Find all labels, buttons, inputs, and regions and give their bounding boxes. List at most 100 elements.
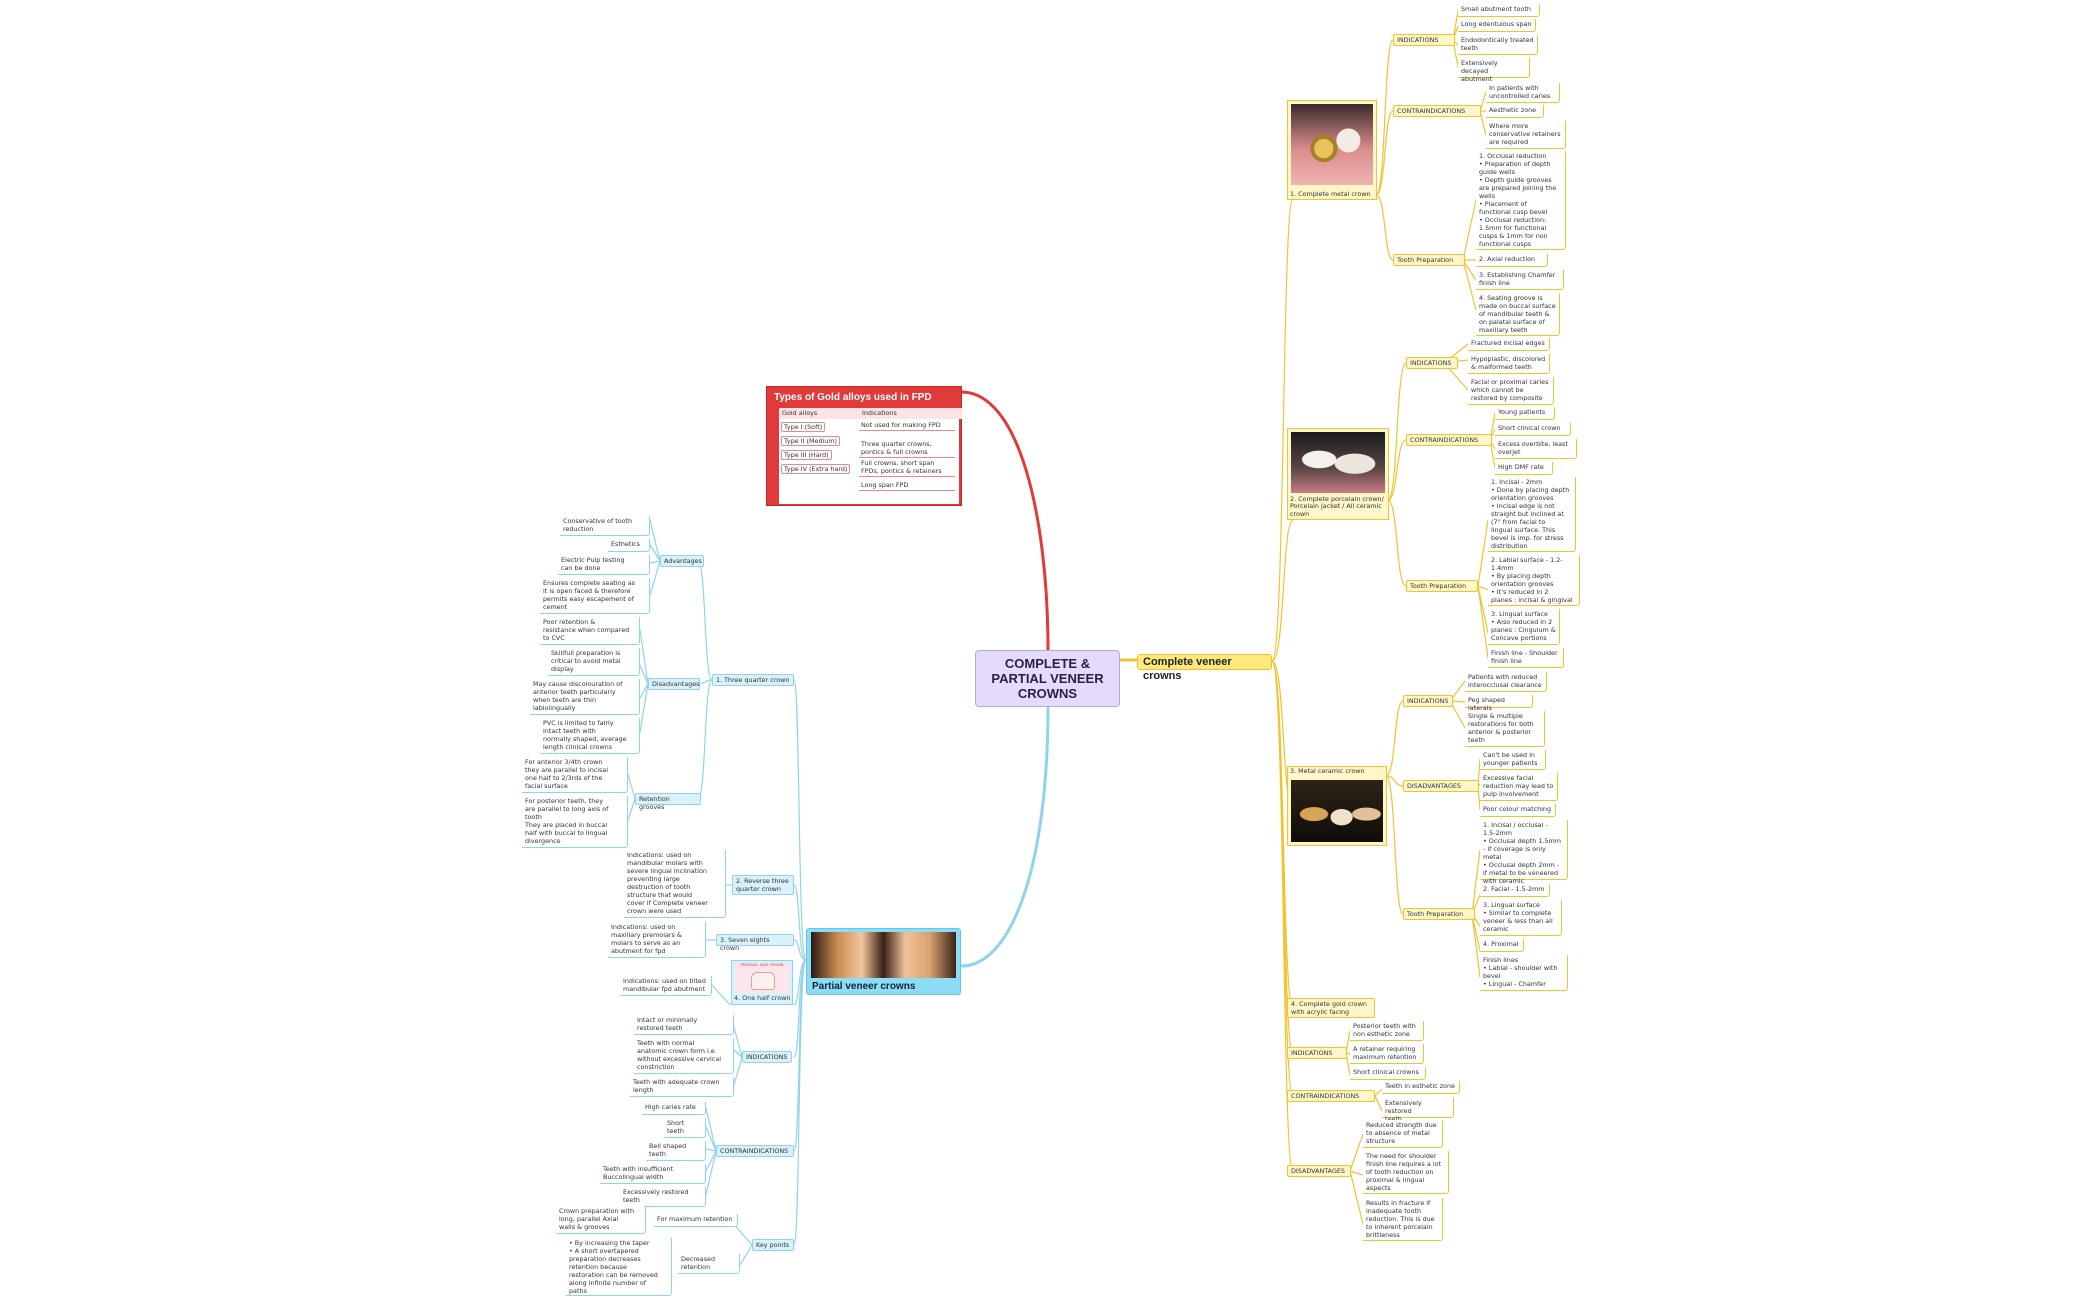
tq-advantages-label[interactable]: Advantages xyxy=(660,555,704,567)
porcelain-contra-item: Young patients xyxy=(1495,407,1555,420)
tq-groove-item: For posterior teeth, they are parallel t… xyxy=(522,796,628,848)
cvc-indications-label[interactable]: INDICATIONS xyxy=(1287,1047,1347,1059)
link-root-gold xyxy=(958,390,1050,652)
metal-indication-item: Extensively decayed abutment xyxy=(1458,58,1530,83)
partial-veneer-label: Partial veneer crowns xyxy=(812,981,916,992)
one-half-crown-image-caption: PROXIMAL HALF CROWN xyxy=(740,963,784,967)
tq-advantage-item: Esthetics xyxy=(608,539,650,552)
mc-prep-label[interactable]: Tooth Preparation xyxy=(1403,908,1475,920)
metal-contra-item: In patients with uncontrolled caries xyxy=(1486,83,1560,103)
metal-prep-step: 1. Occlusal reduction • Preparation of d… xyxy=(1476,151,1566,250)
cvc-indication-item: A retainer requiring maximum retention xyxy=(1350,1044,1424,1064)
tq-advantage-item: Conservative of tooth reduction xyxy=(560,516,650,536)
cvc-disadvantages-label[interactable]: DISADVANTAGES xyxy=(1287,1165,1351,1177)
mc-indication-item: Peg shaped laterals xyxy=(1465,695,1533,712)
mc-disadvantages-label[interactable]: DISADVANTAGES xyxy=(1403,780,1479,792)
tq-disadvantages-label[interactable]: Disadvantages xyxy=(648,678,700,690)
tq-disadvantage-item: May cause discolouration of anterior tee… xyxy=(530,679,640,715)
cvc-contra-item: Extensively restored teeth xyxy=(1382,1098,1454,1123)
metal-contra-item: Aesthetic zone xyxy=(1486,105,1544,118)
porcelain-indication-item: Facial or proximal caries which cannot b… xyxy=(1468,377,1554,405)
porcelain-prep-label[interactable]: Tooth Preparation xyxy=(1406,580,1478,592)
pvc-indication-item: Intact or minimally restored teeth xyxy=(634,1015,734,1035)
tq-advantage-item: Electric Pulp testing can be done xyxy=(558,555,650,575)
link-root-partial xyxy=(958,705,1050,968)
gold-acrylic-crown-node[interactable]: 4. Complete gold crown with acrylic faci… xyxy=(1287,998,1375,1018)
gold-alloys-header-type: Gold alloys xyxy=(779,408,859,419)
metal-crown-photo xyxy=(1291,104,1373,185)
reverse-indication-note: Indications: used on mandibular molars w… xyxy=(624,850,726,918)
porcelain-indications-label[interactable]: INDICATIONS xyxy=(1406,357,1458,369)
mc-indications-label[interactable]: INDICATIONS xyxy=(1403,695,1453,707)
porcelain-prep-step: 3. Lingual surface • Also reduced in 2 p… xyxy=(1488,609,1560,645)
root-topic[interactable]: COMPLETE & PARTIAL VENEER CROWNS xyxy=(975,650,1120,707)
metal-ceramic-caption: 3. Metal ceramic crown xyxy=(1290,767,1365,775)
seven-eighths-crown-node[interactable]: 3. Seven eights crown xyxy=(716,934,794,952)
porcelain-crown-node[interactable]: 2. Complete porcelain crown/ Porcelain j… xyxy=(1287,428,1389,520)
key-points-label[interactable]: Key points xyxy=(752,1239,794,1251)
cvc-contra-item: Teeth in esthetic zone xyxy=(1382,1081,1460,1094)
porcelain-crown-caption: 2. Complete porcelain crown/ Porcelain j… xyxy=(1290,494,1384,518)
metal-ceramic-crown-node[interactable]: 3. Metal ceramic crown xyxy=(1287,766,1387,846)
cvc-disadvantage-item: Reduced strength due to absence of metal… xyxy=(1363,1120,1443,1148)
metal-prep-label[interactable]: Tooth Preparation xyxy=(1393,254,1465,266)
porcelain-indication-item: Fractured incisal edges xyxy=(1468,338,1550,351)
metal-indications-label[interactable]: INDICATIONS xyxy=(1393,34,1455,46)
partial-veneer-photo xyxy=(811,932,956,978)
porcelain-prep-step: 2. Labial surface - 1.2- 1.4mm • By plac… xyxy=(1488,555,1580,606)
complete-veneer-branch[interactable]: Complete veneer crowns xyxy=(1137,654,1272,682)
one-half-crown-caption: 4. One half crown xyxy=(734,994,791,1002)
three-quarter-crown-node[interactable]: 1. Three quarter crown xyxy=(712,674,794,686)
one-half-crown-image: PROXIMAL HALF CROWN xyxy=(735,963,789,993)
porcelain-prep-step: Finish line - Shoulder finish line xyxy=(1488,648,1564,668)
gold-type-cell: Type IV (Extra hard) xyxy=(781,464,851,474)
tq-disadvantage-item: PVC is limited to fairly intact teeth wi… xyxy=(540,718,640,754)
gold-alloys-body: Gold alloys Indications Type I (Soft) Ty… xyxy=(779,408,962,504)
pvc-contra-item: Excessively restored teeth xyxy=(620,1187,706,1207)
metal-indication-item: Small abutment tooth xyxy=(1458,4,1540,17)
pvc-contra-item: Bell shaped teeth xyxy=(646,1141,706,1161)
key-decreased-retention-label: Decreased retention xyxy=(678,1254,740,1274)
mc-prep-step: 4. Proximal xyxy=(1480,939,1524,952)
metal-indication-item: Long edentulous span xyxy=(1458,19,1536,32)
reverse-three-quarter-node[interactable]: 2. Reverse three quarter crown xyxy=(732,875,794,895)
porcelain-contra-item: High DMF rate xyxy=(1495,462,1553,475)
gold-alloys-table[interactable]: Types of Gold alloys used in FPD Gold al… xyxy=(766,386,962,506)
pvc-indication-item: Teeth with normal anatomic crown form i.… xyxy=(634,1038,734,1074)
mc-indication-item: Patients with reduced interocclusal clea… xyxy=(1465,672,1547,692)
seven-eighths-indication-note: Indications: used on maxillary premolars… xyxy=(608,922,706,958)
gold-indication-cell: Three quarter crowns, pontics & full cro… xyxy=(859,440,955,458)
tq-disadvantage-item: Poor retention & resistance when compare… xyxy=(540,617,640,645)
metal-prep-step: 4. Seating groove is made on buccal surf… xyxy=(1476,293,1560,336)
mc-prep-step: 2. Facial - 1.5-2mm xyxy=(1480,884,1550,897)
key-max-retention-note: Crown preparation with long, parallel Ax… xyxy=(556,1206,646,1234)
mc-indication-item: Single & multiple restorations for both … xyxy=(1465,711,1545,747)
tq-groove-item: For anterior 3/4th crown they are parall… xyxy=(522,757,628,793)
cvc-contra-label[interactable]: CONTRAINDICATIONS xyxy=(1287,1090,1375,1102)
cvc-disadvantage-item: The need for shoulder finish line requir… xyxy=(1363,1151,1449,1194)
tq-advantage-item: Ensures complete seating as it is open f… xyxy=(540,578,650,614)
tq-retention-grooves-label[interactable]: Retention grooves xyxy=(635,793,701,811)
key-max-retention-label: For maximum retention xyxy=(654,1214,738,1227)
cvc-indication-item: Posterior teeth with non esthetic zone xyxy=(1350,1021,1424,1041)
partial-veneer-branch[interactable]: Partial veneer crowns xyxy=(806,928,961,995)
metal-ceramic-photo xyxy=(1291,780,1383,842)
porcelain-indication-item: Hypoplastic, discolored & malformed teet… xyxy=(1468,354,1550,374)
metal-prep-step: 2. Axial reduction xyxy=(1476,254,1548,267)
mc-prep-step: 1. Incisal / occlusal - 1.5-2mm • Occlus… xyxy=(1480,820,1568,885)
mc-prep-step: Finish lines • Labial - shoulder with be… xyxy=(1480,955,1568,991)
gold-type-cell: Type I (Soft) xyxy=(781,422,826,432)
one-half-crown-node[interactable]: PROXIMAL HALF CROWN 4. One half crown xyxy=(731,960,793,1005)
metal-contra-label[interactable]: CONTRAINDICATIONS xyxy=(1393,105,1481,117)
pvc-indications-label[interactable]: INDICATIONS xyxy=(742,1051,792,1063)
pvc-contra-label[interactable]: CONTRAINDICATIONS xyxy=(716,1145,794,1157)
pvc-indication-item: Teeth with adequate crown length xyxy=(630,1077,734,1097)
porcelain-contra-item: Excess overbite, least overjet xyxy=(1495,439,1577,459)
porcelain-contra-label[interactable]: CONTRAINDICATIONS xyxy=(1406,434,1492,446)
complete-metal-crown-node[interactable]: 1. Complete metal crown xyxy=(1287,100,1377,200)
metal-prep-step: 3. Establishing Chamfer finish line xyxy=(1476,270,1564,290)
gold-indication-cell: Full crowns, short span FPDs, pontics & … xyxy=(859,459,955,477)
mc-disadvantage-item: Excessive facial reduction may lead to p… xyxy=(1480,773,1558,801)
complete-metal-crown-caption: 1. Complete metal crown xyxy=(1290,189,1371,198)
gold-type-cell: Type II (Medium) xyxy=(781,436,841,446)
